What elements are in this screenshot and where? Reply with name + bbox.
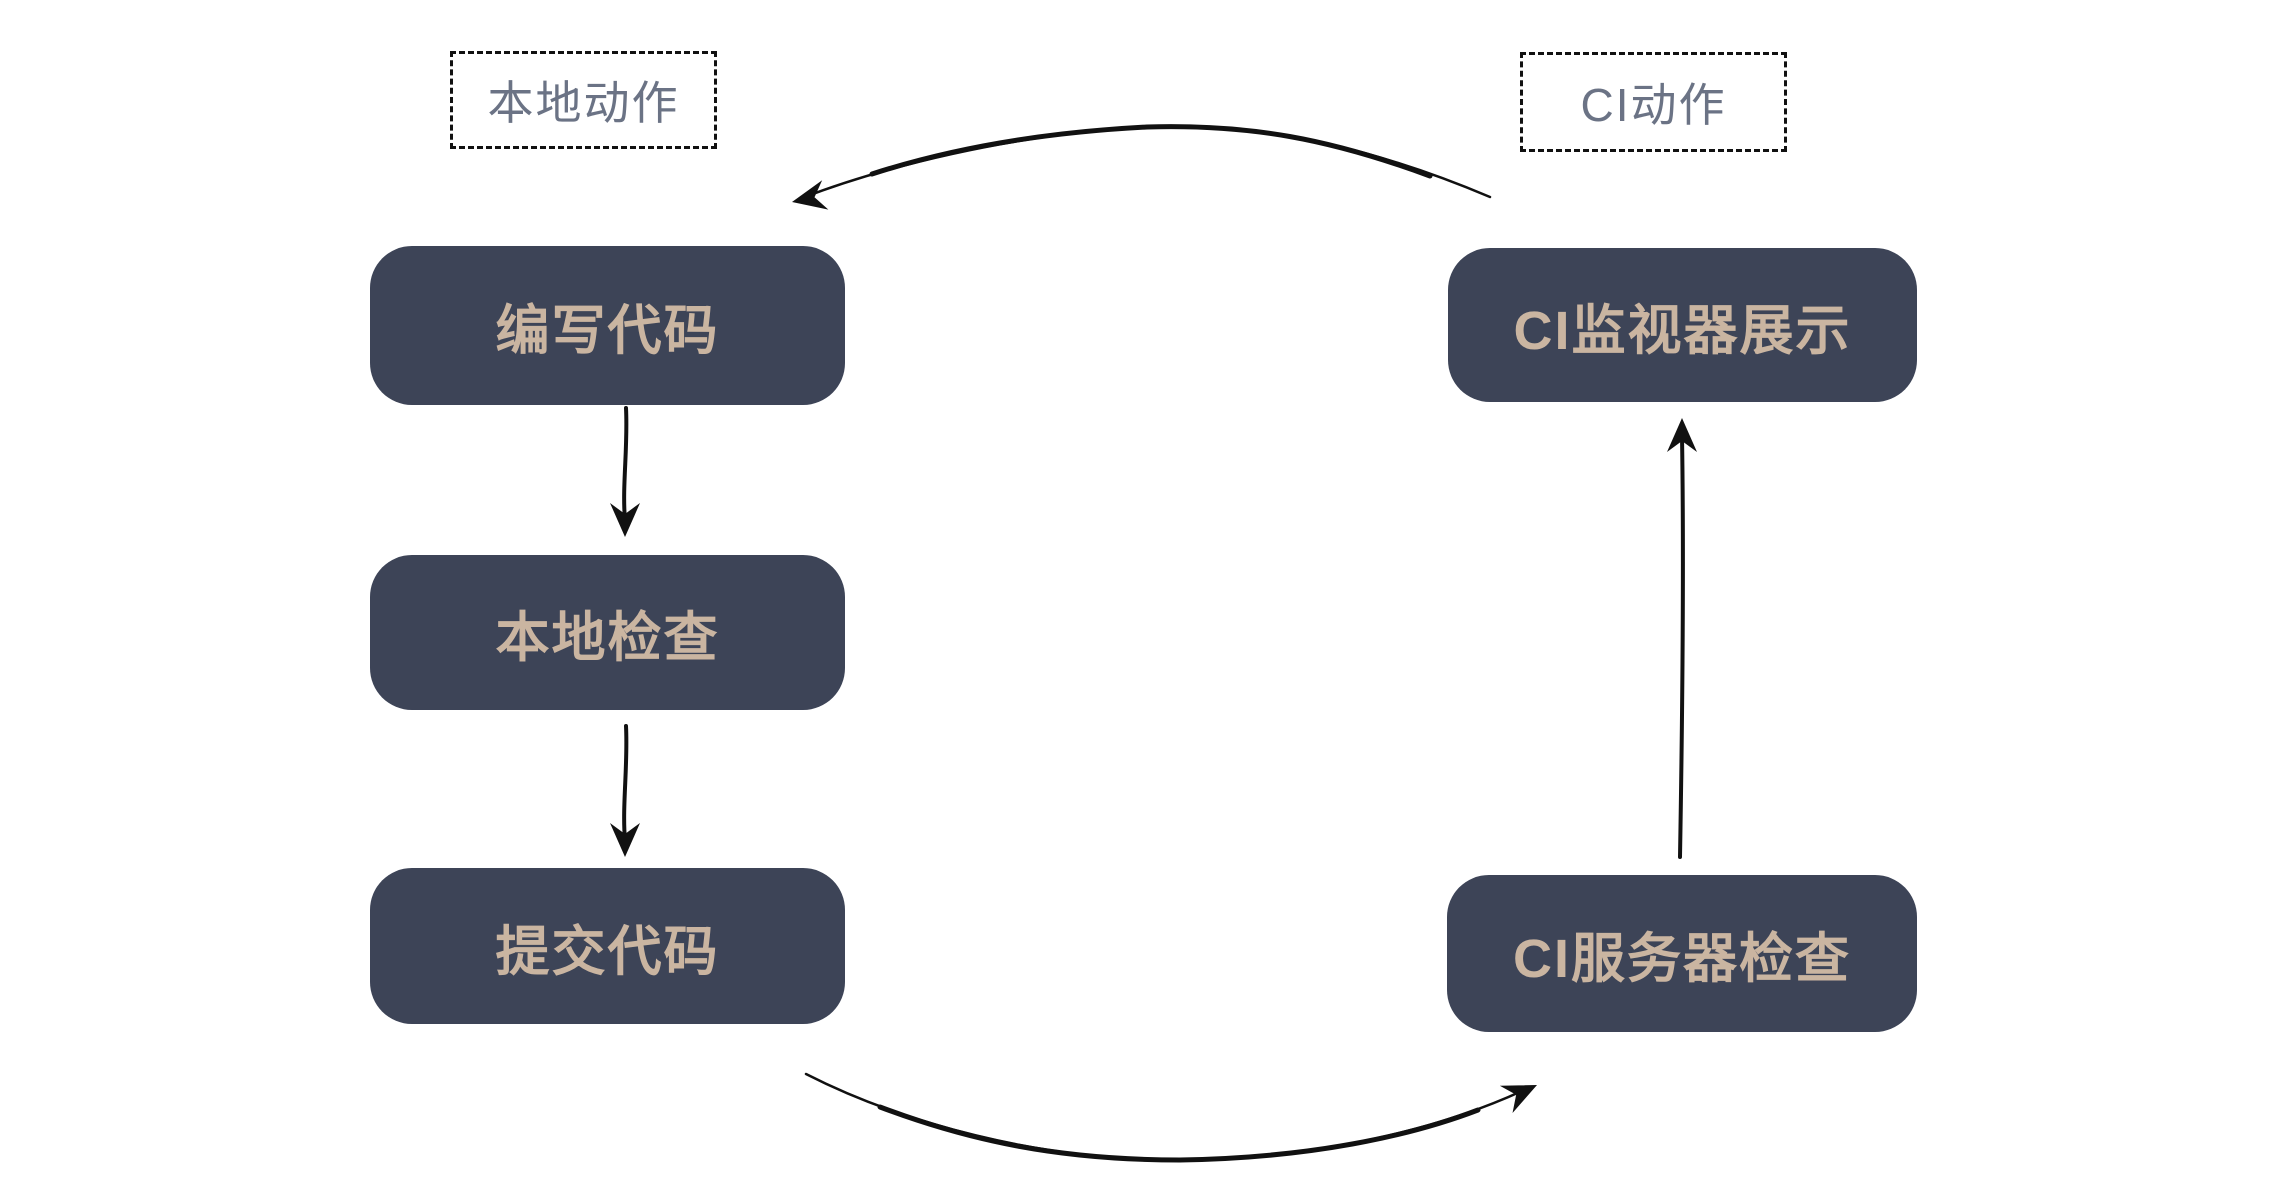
node-commit-code: 提交代码 [370, 868, 845, 1024]
node-write-code: 编写代码 [370, 246, 845, 405]
node-write-code-label: 编写代码 [495, 301, 720, 361]
group-label-ci-actions: CI动作 [1520, 52, 1787, 152]
arrow-server-to-monitor [1667, 418, 1697, 859]
group-label-ci-actions-text: CI动作 [1580, 79, 1727, 131]
group-label-local-actions: 本地动作 [450, 51, 717, 149]
node-ci-server-check-label: CI服务器检查 [1513, 929, 1851, 989]
node-local-check-label: 本地检查 [495, 608, 720, 668]
arrow-write-to-check [610, 406, 640, 537]
node-local-check: 本地检查 [370, 555, 845, 710]
node-ci-monitor-display-label: CI监视器展示 [1513, 300, 1852, 361]
node-ci-monitor-display: CI监视器展示 [1448, 248, 1917, 402]
arrow-check-to-commit [610, 724, 640, 857]
arrow-commit-to-server [804, 1072, 1537, 1163]
arrow-monitor-to-local [792, 124, 1492, 210]
node-ci-server-check: CI服务器检查 [1447, 875, 1917, 1032]
node-commit-code-label: 提交代码 [495, 921, 720, 982]
group-label-local-actions-text: 本地动作 [487, 77, 680, 129]
